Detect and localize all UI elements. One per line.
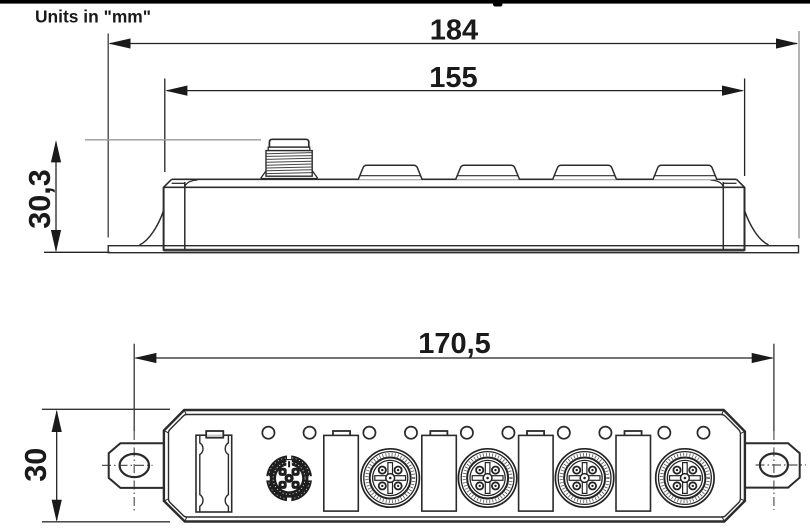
svg-text:Units in "mm": Units in "mm" bbox=[35, 7, 151, 27]
svg-text:155: 155 bbox=[429, 62, 477, 94]
svg-text:30,3: 30,3 bbox=[23, 169, 57, 228]
svg-text:184: 184 bbox=[430, 14, 478, 46]
svg-text:170,5: 170,5 bbox=[418, 328, 491, 360]
svg-text:30: 30 bbox=[19, 448, 53, 482]
